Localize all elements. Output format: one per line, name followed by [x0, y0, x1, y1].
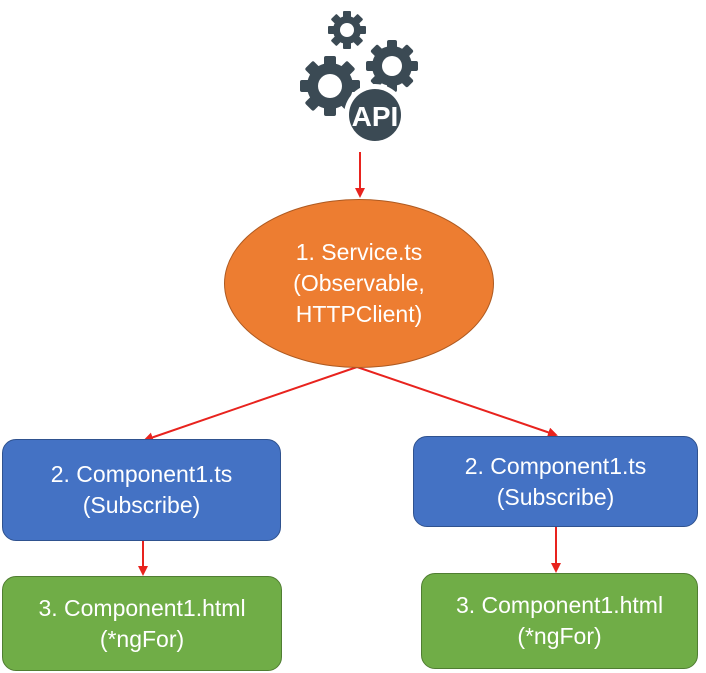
template-node-left: 3. Component1.html (*ngFor) [2, 576, 282, 671]
service-detail-2: HTTPClient) [295, 301, 423, 327]
template-detail: (*ngFor) [99, 625, 185, 652]
component-detail: (Subscribe) [82, 492, 201, 518]
template-title: 3. Component1.html [455, 592, 664, 618]
component-detail: (Subscribe) [496, 483, 615, 510]
arrow-service-to-component-left [143, 366, 358, 443]
component-node-right: 2. Component1.ts (Subscribe) [413, 436, 698, 527]
service-title: 1. Service.ts [295, 239, 423, 265]
template-detail: (*ngFor) [517, 623, 602, 649]
api-label: API [352, 101, 399, 132]
service-node: 1. Service.ts (Observable, HTTPClient) [224, 199, 494, 368]
service-detail-1: (Observable, [293, 270, 425, 296]
component-title: 2. Component1.ts [50, 461, 233, 487]
template-title: 3. Component1.html [38, 594, 246, 621]
gear-icon [300, 56, 360, 116]
component-title: 2. Component1.ts [464, 452, 647, 479]
arrow-service-to-component-right [356, 366, 558, 438]
gear-icon [366, 40, 418, 92]
template-node-right: 3. Component1.html (*ngFor) [421, 573, 698, 669]
component-node-left: 2. Component1.ts (Subscribe) [2, 439, 281, 541]
gear-icon [328, 11, 366, 49]
